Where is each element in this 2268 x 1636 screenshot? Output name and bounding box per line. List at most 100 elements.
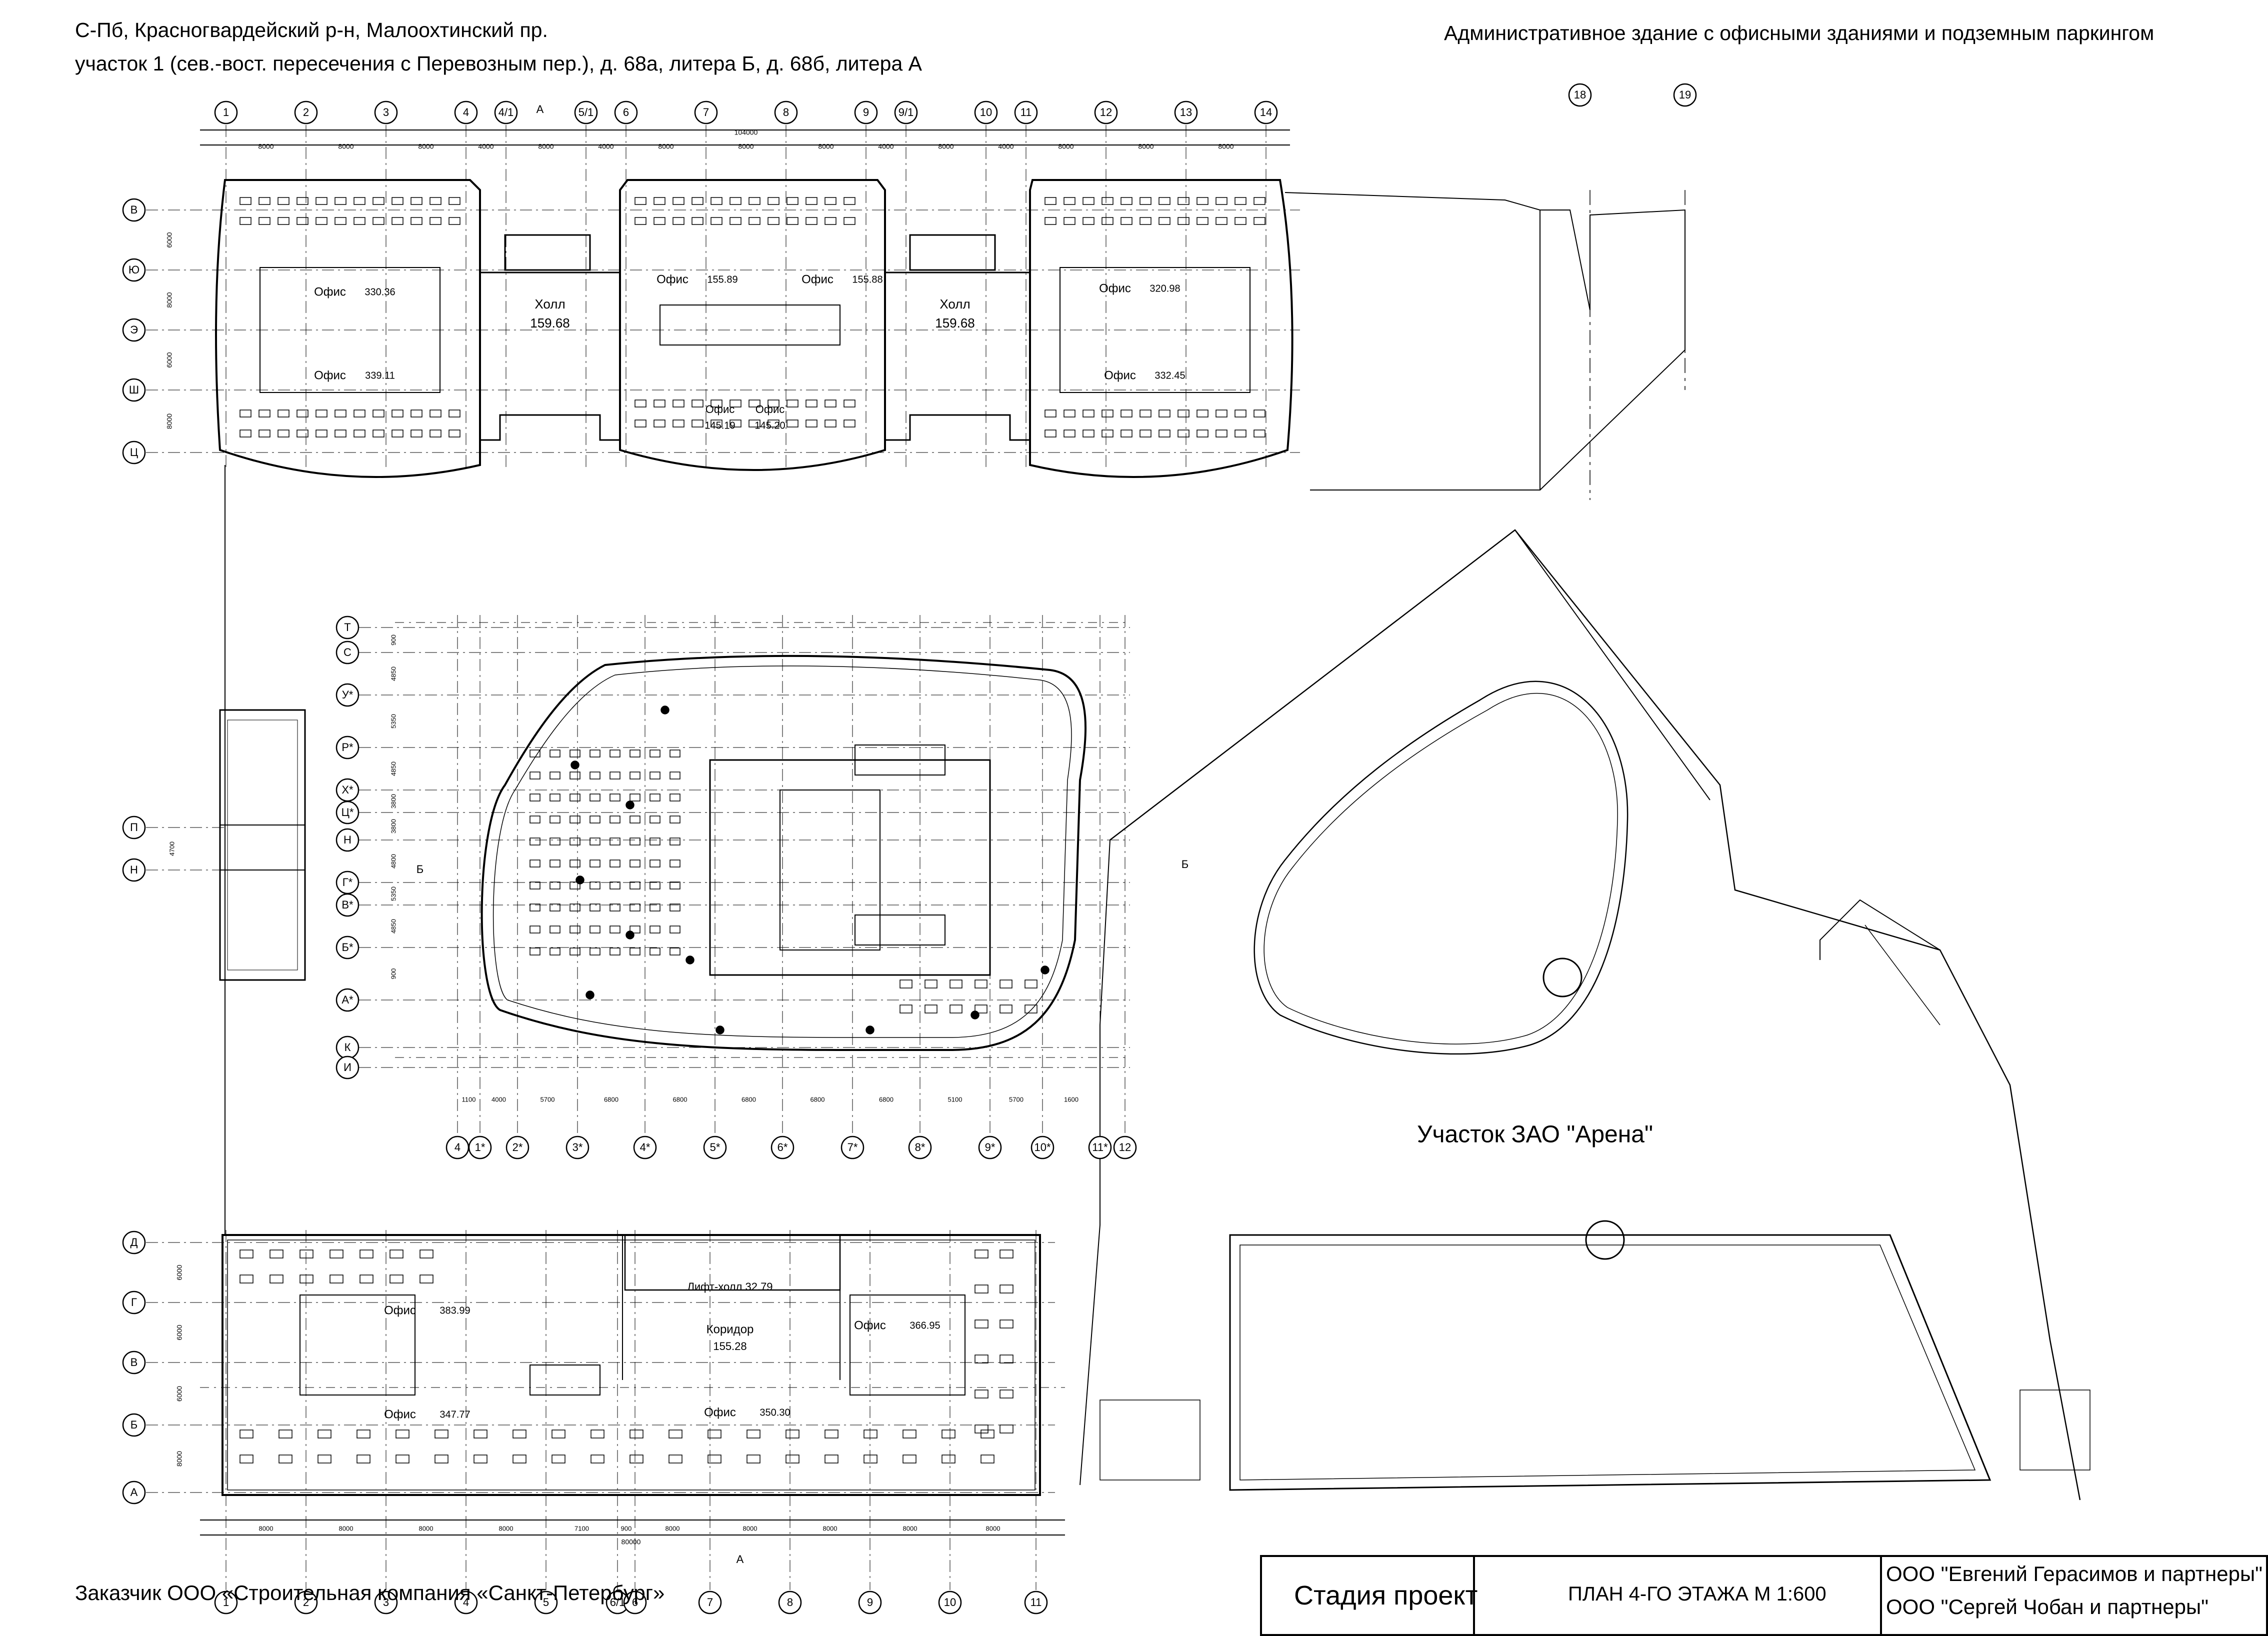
desk	[570, 750, 580, 758]
axis-midb-10-label: 10*	[1034, 1141, 1050, 1154]
desk	[786, 400, 798, 408]
desk	[610, 794, 620, 802]
axis-midb-10	[1030, 1136, 1054, 1160]
desk	[864, 1454, 878, 1464]
desk	[570, 882, 580, 890]
top-room-9-area: 332.45	[1154, 370, 1185, 381]
axis-top-5	[574, 100, 598, 124]
column	[570, 760, 580, 770]
desk	[296, 197, 308, 205]
desk	[316, 197, 328, 205]
desk	[1234, 410, 1246, 418]
axis-bot-2-label: 3	[383, 1596, 389, 1608]
desk	[974, 1320, 988, 1328]
axis-bot-9	[858, 1590, 882, 1614]
bot-room-3-area: 155.28	[713, 1340, 746, 1352]
axis-botrow-3-label: Б	[130, 1418, 138, 1431]
desk	[420, 1250, 434, 1258]
bot-room-0-name: Офис	[384, 1304, 416, 1317]
dim-midb-9: 5700	[1009, 1096, 1024, 1103]
desk	[634, 420, 646, 428]
desk	[1158, 410, 1170, 418]
axis-top-11	[974, 100, 998, 124]
desk	[1234, 217, 1246, 225]
desk	[570, 838, 580, 846]
desk	[672, 400, 684, 408]
desk	[844, 400, 856, 408]
axis-mid-6-label: Н	[344, 834, 352, 846]
desk	[278, 410, 290, 418]
dim-top-7: 8000	[738, 142, 754, 150]
desk	[1000, 1424, 1014, 1434]
desk	[650, 816, 660, 824]
axis-bot-8-label: 8	[787, 1596, 793, 1608]
desk	[654, 217, 666, 225]
axis-top-1	[294, 100, 318, 124]
axis-mid-1-label: С	[344, 646, 352, 658]
desk	[974, 980, 988, 988]
dim-midb-5: 6800	[742, 1096, 756, 1103]
desk	[550, 794, 560, 802]
desk	[710, 400, 722, 408]
dim-mid-left-6: 4800	[390, 854, 397, 868]
desk	[668, 1430, 682, 1438]
axis-bot-1	[294, 1590, 318, 1614]
axis-top-14	[1174, 100, 1198, 124]
axis-top-15	[1254, 100, 1278, 124]
desk	[270, 1250, 284, 1258]
axis-stair-0-label: П	[130, 821, 138, 834]
desk	[590, 816, 600, 824]
axis-toprow-0	[122, 198, 146, 222]
axis-midb-1-label: 1*	[475, 1141, 486, 1154]
dim-mid-left-2: 5350	[390, 714, 397, 728]
desk	[1196, 430, 1208, 438]
axis-top-12-label: 11	[1020, 106, 1032, 118]
desk	[410, 197, 422, 205]
dim-top-5: 4000	[598, 142, 614, 150]
axis-bot-11-label: 11	[1030, 1596, 1042, 1608]
desk	[430, 217, 442, 225]
desk	[1234, 430, 1246, 438]
dim-top-1: 8000	[338, 142, 354, 150]
desk	[530, 750, 540, 758]
dim-bot-8: 8000	[823, 1524, 838, 1532]
desk	[316, 217, 328, 225]
axis-midb-6	[770, 1136, 794, 1160]
desk	[924, 1004, 938, 1014]
desk	[550, 772, 560, 780]
axis-bot-8	[778, 1590, 802, 1614]
top-room-7-area: 159.68	[935, 316, 975, 330]
axis-toprow-4	[122, 440, 146, 464]
dim-midb-2: 5700	[540, 1096, 555, 1103]
dim-botrow-1: 6000	[176, 1324, 184, 1340]
dim-midb-6: 6800	[810, 1096, 825, 1103]
desk	[550, 882, 560, 890]
dim-toprow-1: 8000	[166, 292, 174, 308]
desk	[768, 197, 780, 205]
desk	[824, 1454, 838, 1464]
desk	[1254, 217, 1266, 225]
desk	[570, 926, 580, 934]
axis-top-10-label: 9/1	[898, 106, 914, 118]
axis-midb-9-label: 9*	[985, 1141, 996, 1154]
axis-toprow-3-label: Ш	[129, 384, 139, 396]
desk	[334, 217, 346, 225]
dim-top-4: 8000	[538, 142, 554, 150]
desk	[410, 430, 422, 438]
desk	[692, 217, 704, 225]
axis-botrow-0-label: Д	[130, 1236, 138, 1248]
axis-toprow-2	[122, 318, 146, 342]
axis-midb-7	[840, 1136, 864, 1160]
top-room-0-area: 330.36	[364, 286, 395, 298]
desk	[806, 197, 818, 205]
dim-bot-9: 8000	[903, 1524, 918, 1532]
top-room-8-name: Офис	[1099, 282, 1131, 295]
desk	[1044, 217, 1056, 225]
axis-mid-10	[336, 988, 360, 1012]
axis-bot-2	[374, 1590, 398, 1614]
dim-bot-10: 8000	[986, 1524, 1000, 1532]
axis-midb-12	[1113, 1136, 1137, 1160]
desk	[748, 420, 760, 428]
desk	[1216, 430, 1228, 438]
axis-mid-4-label: Х*	[342, 784, 354, 796]
